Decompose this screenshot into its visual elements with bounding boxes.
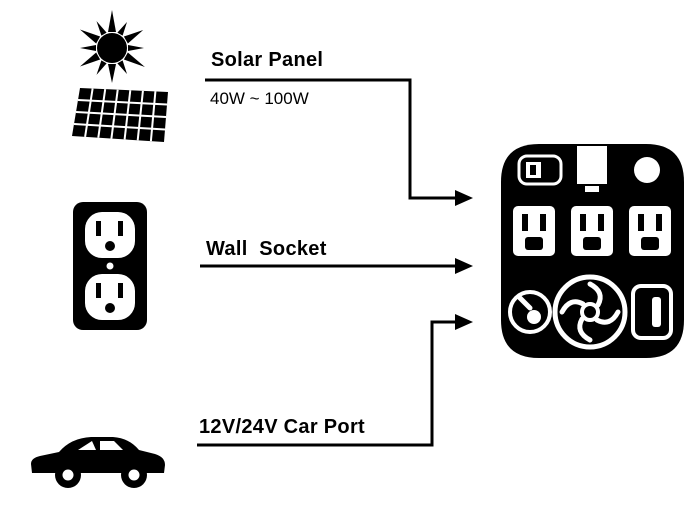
wall-socket-label: Wall Socket [206,238,327,260]
wall-socket-icon [73,202,147,330]
solar-panel-label: Solar Panel [211,49,324,71]
indicator-dot-icon [634,157,660,183]
solar-panel-icon [72,88,168,142]
solar-panel-spec: 40W ~ 100W [210,89,309,108]
dc-output-port-icon [631,284,673,340]
led-light-icon [577,146,607,192]
power-station-input-panel-icon [501,144,684,358]
ac-outlet-icon [513,206,555,256]
sun-icon [79,10,145,83]
arrow-car-to-device [197,314,473,447]
ac-outlet-icon [629,206,671,256]
arrow-solar-to-device [205,78,473,206]
power-switch-icon [517,154,563,186]
dc-input-jack-icon [508,290,552,334]
ac-outlet-icon [571,206,613,256]
car-port-label: 12V/24V Car Port [199,416,365,438]
cooling-fan-icon [552,274,628,350]
car-icon [31,437,165,488]
